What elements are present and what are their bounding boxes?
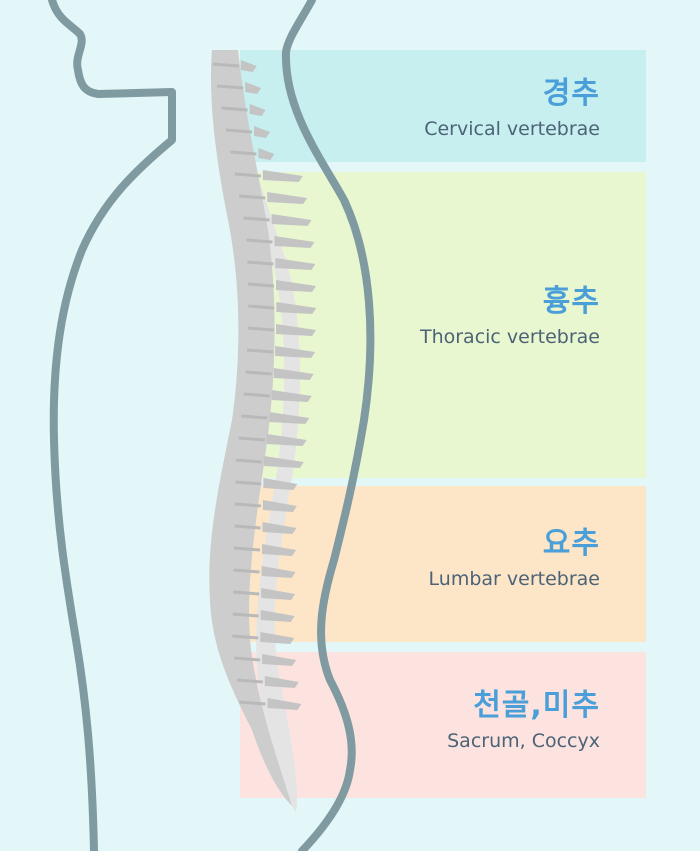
vertebra-separator bbox=[230, 150, 257, 156]
spinous-process bbox=[276, 280, 317, 292]
vertebra-separator bbox=[234, 524, 261, 530]
thoracic-label: 흉추 Thoracic vertebrae bbox=[420, 284, 600, 350]
spinous-process bbox=[267, 698, 302, 710]
cervical-label: 경추 Cervical vertebrae bbox=[424, 76, 600, 142]
vertebra-separator bbox=[238, 436, 265, 442]
spinous-process bbox=[269, 412, 310, 424]
sacral-label: 천골,미추 Sacrum, Coccyx bbox=[447, 688, 600, 754]
spinous-process bbox=[262, 522, 297, 534]
spinous-process bbox=[261, 588, 296, 600]
spinous-process bbox=[263, 478, 298, 490]
spinous-process bbox=[275, 346, 316, 358]
vertebra-separator bbox=[217, 84, 244, 90]
vertebra-separator bbox=[236, 678, 263, 684]
spinous-process bbox=[245, 82, 262, 94]
vertebra-separator bbox=[248, 304, 275, 310]
spinous-process bbox=[262, 170, 303, 182]
vertebra-separator bbox=[232, 634, 259, 640]
cervical-korean-label: 경추 bbox=[542, 76, 600, 111]
sacral-english-label: Sacrum, Coccyx bbox=[447, 730, 600, 752]
vertebra-separator bbox=[212, 62, 239, 68]
vertebra-separator bbox=[233, 590, 260, 596]
spinous-process bbox=[273, 368, 314, 380]
spinous-process bbox=[271, 214, 312, 226]
vertebra-separators bbox=[212, 62, 275, 706]
lumbar-region-band: 요추 Lumbar vertebrae bbox=[240, 486, 646, 642]
vertebra-separator bbox=[246, 238, 273, 244]
vertebra-separator bbox=[233, 568, 260, 574]
spinous-process bbox=[260, 632, 295, 644]
vertebra-separator bbox=[243, 392, 270, 398]
spinous-process bbox=[240, 60, 257, 72]
vertebra-separator bbox=[247, 326, 275, 332]
vertebra-separator bbox=[225, 128, 253, 134]
spinous-process bbox=[262, 500, 297, 512]
sacral-korean-label: 천골,미추 bbox=[473, 688, 600, 723]
spinous-process bbox=[261, 566, 296, 578]
vertebra-separator bbox=[243, 216, 270, 222]
spinous-processes bbox=[240, 60, 317, 710]
vertebra-separator bbox=[239, 700, 266, 706]
vertebra-separator bbox=[247, 348, 274, 354]
lumbar-english-label: Lumbar vertebrae bbox=[428, 568, 600, 590]
spinous-process bbox=[275, 258, 316, 270]
vertebra-separator bbox=[239, 194, 266, 200]
sacral-region-band: 천골,미추 Sacrum, Coccyx bbox=[240, 652, 646, 798]
vertebra-separator bbox=[233, 546, 261, 552]
spine-column bbox=[209, 50, 317, 812]
lumbar-korean-label: 요추 bbox=[542, 526, 600, 561]
spinous-process bbox=[267, 192, 308, 204]
vertebra-separator bbox=[232, 612, 259, 618]
spinous-process bbox=[263, 456, 304, 468]
thoracic-korean-label: 흉추 bbox=[542, 284, 600, 319]
spinous-process bbox=[276, 302, 317, 314]
vertebra-separator bbox=[247, 282, 275, 288]
spinous-process bbox=[264, 676, 299, 688]
vertebra-separator bbox=[241, 414, 268, 420]
vertebra-separator bbox=[245, 370, 272, 376]
spinous-process bbox=[258, 148, 275, 160]
spinous-process bbox=[274, 236, 315, 248]
lumbar-label: 요추 Lumbar vertebrae bbox=[429, 526, 600, 592]
spinous-process bbox=[260, 610, 295, 622]
spine-vertebral-bodies bbox=[209, 50, 292, 806]
vertebra-separator bbox=[247, 260, 274, 266]
spinous-process bbox=[266, 434, 307, 446]
body-outline-back bbox=[281, 0, 375, 851]
spinous-process bbox=[249, 104, 266, 116]
spinous-process bbox=[262, 544, 297, 556]
body-outline-front bbox=[48, 0, 176, 851]
vertebra-separator bbox=[234, 172, 261, 178]
thoracic-english-label: Thoracic vertebrae bbox=[419, 326, 600, 348]
vertebra-separator bbox=[235, 458, 262, 464]
spinous-process bbox=[271, 390, 312, 402]
cervical-english-label: Cervical vertebrae bbox=[424, 118, 600, 140]
vertebra-separator bbox=[234, 656, 261, 662]
spinous-process bbox=[262, 654, 297, 666]
spinous-process bbox=[254, 126, 270, 138]
spinous-process bbox=[275, 324, 316, 336]
vertebra-separator bbox=[235, 480, 262, 486]
vertebra-separator bbox=[221, 106, 248, 112]
vertebra-separator bbox=[234, 502, 262, 508]
